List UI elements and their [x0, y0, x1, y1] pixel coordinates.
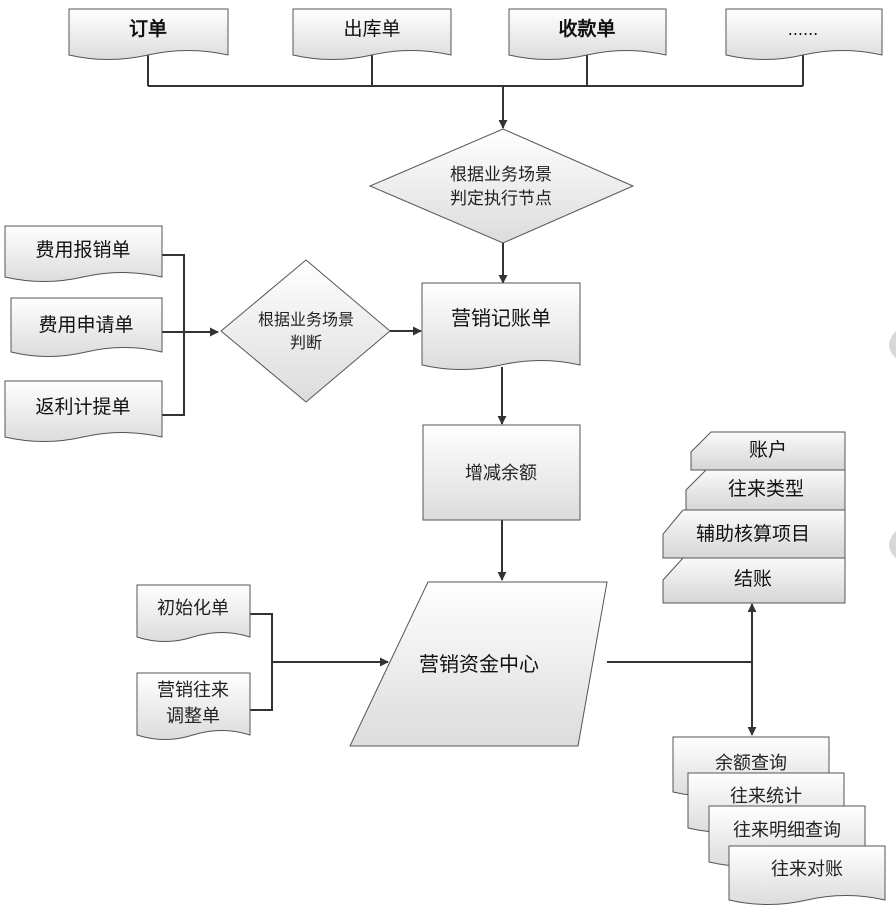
- decision-business-scenario: 根据业务场景 判断: [220, 259, 391, 403]
- svg-text:出库单: 出库单: [343, 18, 400, 40]
- settings-card-closing: 结账: [662, 557, 846, 604]
- svg-text:根据业务场景: 根据业务场景: [258, 310, 354, 329]
- svg-text:......: ......: [788, 20, 819, 39]
- svg-text:返利计提单: 返利计提单: [35, 396, 130, 418]
- marketing-fund-center: 营销资金中心: [349, 581, 608, 747]
- left-document-expense-reimbursement: 费用报销单: [4, 225, 163, 282]
- svg-text:余额查询: 余额查询: [715, 753, 787, 774]
- left-document-rebate-accrual: 返利计提单: [4, 380, 163, 442]
- query-document-reconciliation: 往来对账: [728, 845, 886, 905]
- svg-text:营销资金中心: 营销资金中心: [419, 652, 539, 676]
- connectors: [147, 52, 804, 736]
- settings-card-transaction-type: 往来类型: [685, 469, 846, 511]
- top-document-receipt: 收款单: [508, 8, 667, 60]
- settings-card-auxiliary-accounting: 辅助核算项目: [662, 509, 846, 559]
- svg-text:费用申请单: 费用申请单: [38, 314, 133, 336]
- svg-text:判断: 判断: [290, 333, 322, 352]
- marketing-voucher-document: 营销记账单: [421, 282, 581, 370]
- svg-text:营销记账单: 营销记账单: [451, 306, 551, 330]
- top-document-order: 订单: [68, 8, 229, 60]
- adjust-balance-process: 增减余额: [422, 424, 581, 521]
- svg-text:往来统计: 往来统计: [730, 786, 802, 807]
- svg-text:判定执行节点: 判定执行节点: [450, 189, 552, 209]
- svg-text:根据业务场景: 根据业务场景: [450, 165, 552, 185]
- settings-card-account: 账户: [690, 431, 846, 471]
- svg-text:营销往来: 营销往来: [157, 680, 229, 701]
- svg-text:费用报销单: 费用报销单: [35, 239, 130, 261]
- svg-text:调整单: 调整单: [166, 706, 220, 727]
- svg-text:辅助核算项目: 辅助核算项目: [696, 523, 810, 545]
- svg-text:结账: 结账: [734, 568, 772, 590]
- svg-text:往来对账: 往来对账: [771, 859, 843, 880]
- decision-execution-node: 根据业务场景 判定执行节点: [368, 128, 635, 244]
- svg-text:增减余额: 增减余额: [465, 463, 537, 484]
- svg-text:往来明细查询: 往来明细查询: [733, 820, 841, 841]
- edge-fragments: [889, 331, 896, 558]
- svg-text:订单: 订单: [129, 17, 167, 40]
- svg-text:初始化单: 初始化单: [157, 598, 229, 619]
- svg-text:账户: 账户: [749, 439, 787, 461]
- init-document: 初始化单: [136, 584, 251, 642]
- left-document-expense-application: 费用申请单: [10, 297, 163, 357]
- svg-text:往来类型: 往来类型: [728, 478, 804, 500]
- top-document-more: ......: [725, 8, 883, 60]
- top-document-outbound: 出库单: [292, 8, 452, 60]
- svg-text:收款单: 收款单: [558, 17, 615, 40]
- adjustment-document: 营销往来 调整单: [136, 672, 251, 740]
